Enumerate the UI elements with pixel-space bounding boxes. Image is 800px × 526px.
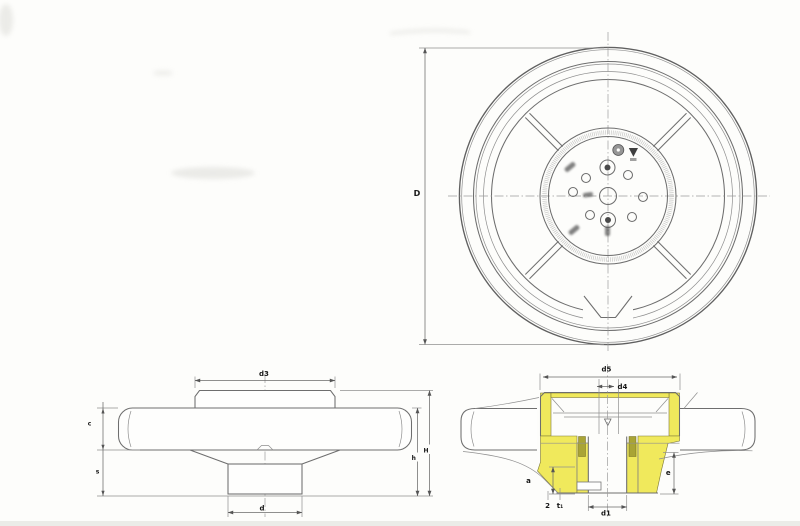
dimension-d4: d4 xyxy=(596,383,628,391)
bolt-hole xyxy=(584,209,596,221)
dimension-D: D xyxy=(414,47,604,345)
bolt-hole xyxy=(622,169,634,181)
rim-profile xyxy=(117,407,413,451)
hub-inner-circle xyxy=(547,135,669,257)
bolt-hole xyxy=(580,172,592,184)
dim-label-h: h xyxy=(412,455,416,462)
dim-label-a: a xyxy=(526,477,531,485)
dim-label-c: c xyxy=(88,421,92,428)
spoke-curve xyxy=(462,451,559,494)
scan-smudge xyxy=(0,4,13,36)
rib-section-left xyxy=(578,436,586,457)
dim-label-D: D xyxy=(414,189,421,198)
threaded-hole-top xyxy=(599,159,616,176)
dimension-right-heights: h H xyxy=(340,390,433,497)
hub-taper xyxy=(189,449,229,465)
dimension-a: a xyxy=(526,466,575,495)
rim-end-arc xyxy=(127,410,132,448)
section-view: d5 d4 d1 a e xyxy=(460,364,756,518)
rim-section-left xyxy=(460,407,537,451)
rim-notch-side xyxy=(256,445,274,451)
hub-marking xyxy=(568,225,580,235)
hub-right-section xyxy=(637,435,680,494)
spoke-curve xyxy=(683,392,698,409)
hub-markings xyxy=(564,162,610,236)
dimension-e: e xyxy=(660,452,679,495)
dimension-d5: d5 xyxy=(539,366,681,390)
dimension-d1: d1 xyxy=(587,495,628,518)
hub-taper xyxy=(301,449,341,465)
boss-wall-right-section xyxy=(668,392,680,437)
datum-base-mark xyxy=(630,158,637,161)
boss-outline xyxy=(539,391,681,436)
dim-label-s: s xyxy=(96,469,100,476)
boss-wall-left-section xyxy=(540,392,552,437)
hub-boss-profile xyxy=(194,389,336,409)
front-view: D xyxy=(414,32,770,352)
dim-label-d5: d5 xyxy=(602,366,612,374)
bolt-hole xyxy=(626,211,638,223)
dimension-keyway: 2 t₁ xyxy=(545,488,563,510)
plug-center xyxy=(616,148,620,152)
hub-outer-circle xyxy=(539,127,677,265)
pocket-chamfer xyxy=(655,398,669,413)
dimension-d: d xyxy=(227,496,303,517)
dim-label-e: e xyxy=(666,469,671,477)
dim-label-d3: d3 xyxy=(259,370,269,378)
dimension-left-stack: c s xyxy=(88,402,433,497)
rim-end-arc xyxy=(741,411,746,447)
rib-section-right xyxy=(628,436,637,457)
bolt-hole xyxy=(567,186,579,198)
scan-smudge xyxy=(153,70,173,76)
rim-section-right xyxy=(680,407,756,451)
center-bore xyxy=(598,186,618,206)
side-view: d3 d c s h xyxy=(88,370,433,517)
bolt-hole xyxy=(637,191,649,203)
dim-label-d4: d4 xyxy=(618,383,628,391)
scan-artifacts xyxy=(0,4,470,179)
dim-label-t1: t₁ xyxy=(557,502,563,510)
rim-end-arc xyxy=(470,411,475,447)
scan-smudge xyxy=(171,167,255,179)
spoke-curve xyxy=(474,397,540,409)
scan-smudge xyxy=(390,28,470,35)
boss-top-section xyxy=(550,392,670,398)
dim-label-d: d xyxy=(259,505,264,513)
dim-label-d1: d1 xyxy=(601,510,611,518)
hub-cylinder xyxy=(227,463,303,495)
hub-knurl-band xyxy=(542,130,674,262)
dim-label-H: H xyxy=(423,448,428,455)
hub xyxy=(539,127,677,265)
spokes xyxy=(524,112,692,280)
rim-end-arc xyxy=(398,410,403,448)
hub-left-section xyxy=(537,435,578,494)
section-fill xyxy=(537,392,680,494)
hub-marking xyxy=(582,192,593,198)
dimension-d3: d3 xyxy=(194,370,336,388)
spoke-curve xyxy=(658,450,753,460)
hub-marking xyxy=(564,162,576,172)
dim-label-two: 2 xyxy=(545,502,550,510)
datum-triangle-icon xyxy=(628,148,638,157)
pocket-chamfer xyxy=(551,398,565,413)
page-bottom-band xyxy=(0,521,800,526)
hub-marking xyxy=(605,226,610,236)
keyway xyxy=(576,481,602,491)
